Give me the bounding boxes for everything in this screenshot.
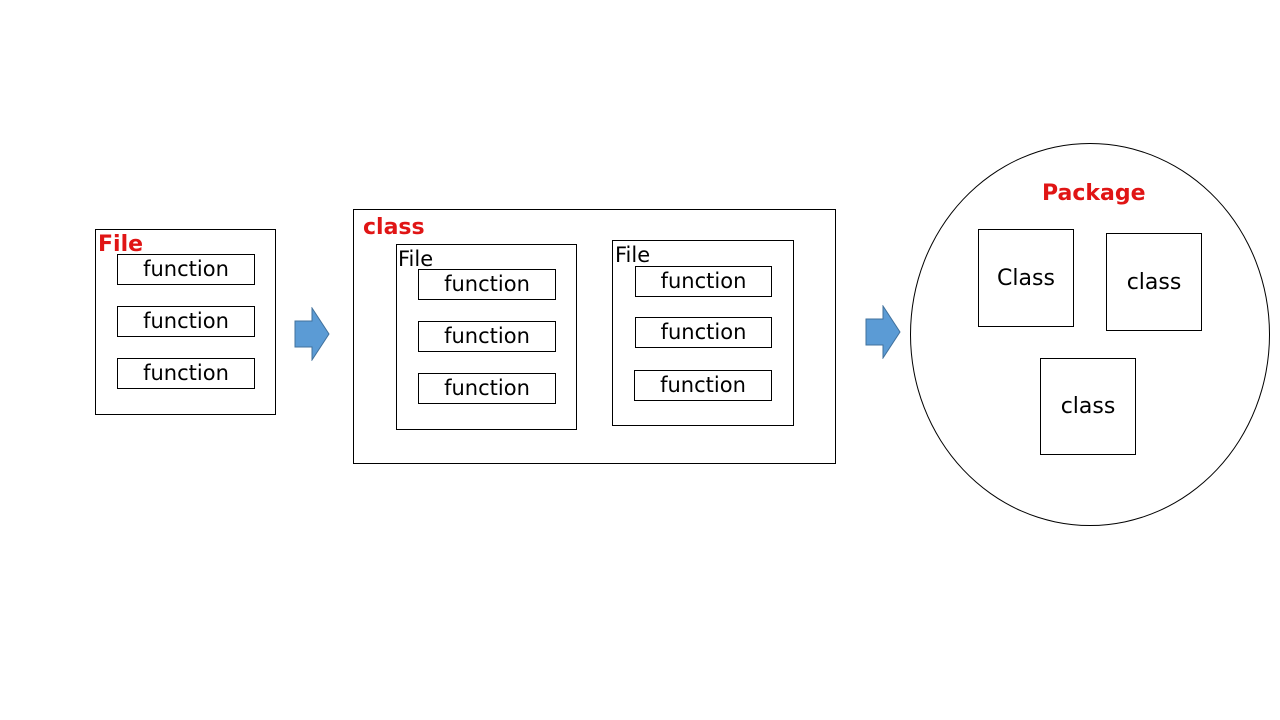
function-box: function — [418, 373, 556, 404]
function-box: function — [634, 370, 772, 401]
class-box: class — [1040, 358, 1136, 455]
function-box: function — [117, 358, 255, 389]
package-title: Package — [1042, 181, 1146, 206]
class-box: Class — [978, 229, 1074, 327]
right-arrow-icon — [865, 305, 901, 359]
file-box: File function function function — [612, 240, 794, 426]
file-box: File function function function — [396, 244, 577, 430]
function-box: function — [117, 254, 255, 285]
right-arrow-icon — [294, 307, 330, 361]
function-box: function — [117, 306, 255, 337]
file-box: File function function function — [95, 229, 276, 415]
function-box: function — [635, 266, 772, 297]
package-circle — [910, 143, 1270, 526]
file-title: File — [398, 247, 434, 271]
file-title: File — [615, 243, 651, 267]
function-box: function — [418, 269, 556, 300]
class-title: class — [363, 215, 425, 240]
class-box: class File function function function Fi… — [353, 209, 836, 464]
function-box: function — [418, 321, 556, 352]
class-box: class — [1106, 233, 1202, 331]
function-box: function — [635, 317, 772, 348]
file-title: File — [98, 232, 144, 257]
